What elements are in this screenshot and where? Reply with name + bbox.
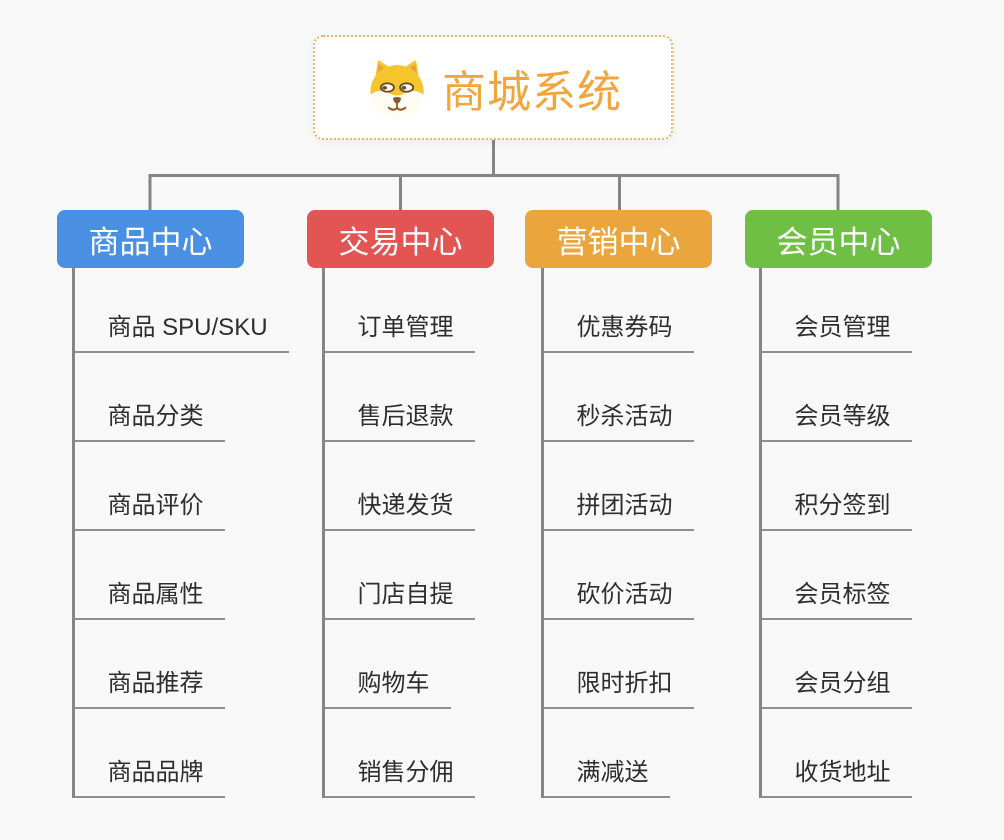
branch-children-marketing-center: 优惠券码 秒杀活动 拼团活动 砍价活动 限时折扣 满减送 [540,268,694,798]
leaf-node[interactable]: 商品属性 [74,580,225,620]
branch-node-trade-center[interactable]: 交易中心 [307,210,494,268]
leaf-node[interactable]: 限时折扣 [543,669,694,709]
leaf-node[interactable]: 售后退款 [324,402,475,442]
leaf-node[interactable]: 秒杀活动 [543,402,694,442]
branch-children-trade-center: 订单管理 售后退款 快递发货 门店自提 购物车 销售分佣 [321,268,475,798]
branch-label: 营销中心 [556,224,681,260]
leaf-node[interactable]: 订单管理 [324,313,475,353]
branch-label: 会员中心 [776,224,901,260]
leaf-node[interactable]: 商品分类 [74,402,225,442]
leaf-node[interactable]: 商品 SPU/SKU [74,313,289,353]
branch-children-product-center: 商品 SPU/SKU 商品分类 商品评价 商品属性 商品推荐 商品品牌 [71,268,289,798]
branch-node-product-center[interactable]: 商品中心 [57,210,244,268]
leaf-node[interactable]: 砍价活动 [543,580,694,620]
leaf-node[interactable]: 门店自提 [324,580,475,620]
leaf-node[interactable]: 会员标签 [761,580,912,620]
leaf-node[interactable]: 会员等级 [761,402,912,442]
branch-children-member-center: 会员管理 会员等级 积分签到 会员标签 会员分组 收货地址 [758,268,912,798]
leaf-node[interactable]: 商品品牌 [74,758,225,798]
leaf-node[interactable]: 满减送 [543,758,670,798]
leaf-node[interactable]: 拼团活动 [543,491,694,531]
leaf-node[interactable]: 积分签到 [761,491,912,531]
root-node[interactable]: 商城系统 [313,35,673,140]
branch-label: 交易中心 [338,224,463,260]
branch-node-member-center[interactable]: 会员中心 [745,210,932,268]
leaf-node[interactable]: 销售分佣 [324,758,475,798]
leaf-node[interactable]: 快递发货 [324,491,475,531]
root-title: 商城系统 [442,67,622,117]
leaf-node[interactable]: 购物车 [324,669,451,709]
leaf-node[interactable]: 商品推荐 [74,669,225,709]
branch-label: 商品中心 [88,224,213,260]
leaf-node[interactable]: 收货地址 [761,758,912,798]
leaf-node[interactable]: 商品评价 [74,491,225,531]
leaf-node[interactable]: 优惠券码 [543,313,694,353]
branch-node-marketing-center[interactable]: 营销中心 [525,210,712,268]
leaf-node[interactable]: 会员管理 [761,313,912,353]
dog-face-icon [364,55,430,121]
leaf-node[interactable]: 会员分组 [761,669,912,709]
